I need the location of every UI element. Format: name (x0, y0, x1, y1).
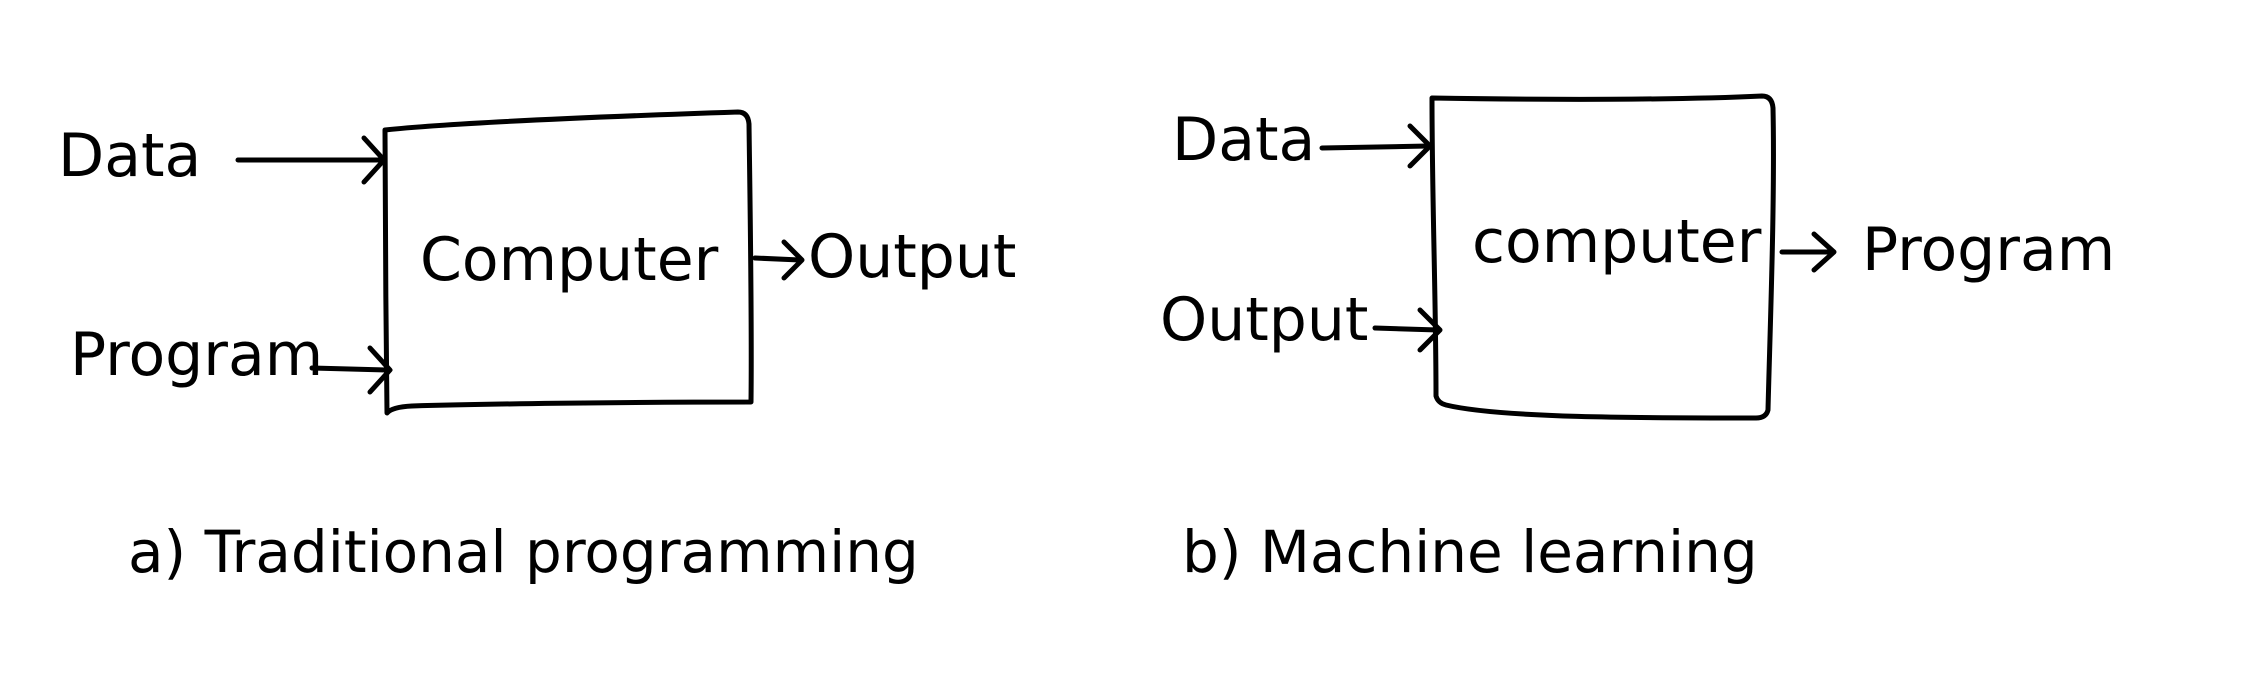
arrow-computer-to-output (752, 239, 805, 281)
arrow-computer-to-program (1779, 231, 1837, 273)
computer-box (382, 109, 754, 416)
input-label-output: Output (1160, 285, 1368, 355)
caption-traditional-programming: a) Traditional programming (128, 518, 919, 586)
output-label: Program (1862, 215, 2115, 285)
computer-box-label: computer (1472, 207, 1762, 277)
arrow-output-to-computer (1372, 307, 1443, 353)
output-label: Output (808, 222, 1016, 292)
panel-traditional-programming: Data Program Computer Output a) Traditio… (58, 109, 1016, 586)
input-label-data: Data (58, 121, 201, 191)
input-label-program: Program (70, 320, 323, 390)
arrow-data-to-computer (235, 135, 387, 185)
arrow-program-to-computer (309, 345, 393, 395)
arrow-data-to-computer (1319, 123, 1433, 169)
caption-machine-learning: b) Machine learning (1182, 518, 1758, 586)
panel-machine-learning: Data Output computer Program b) Machine … (1160, 93, 2115, 586)
computer-box (1429, 93, 1776, 421)
computer-box-label: Computer (420, 225, 719, 295)
input-label-data: Data (1172, 105, 1315, 175)
